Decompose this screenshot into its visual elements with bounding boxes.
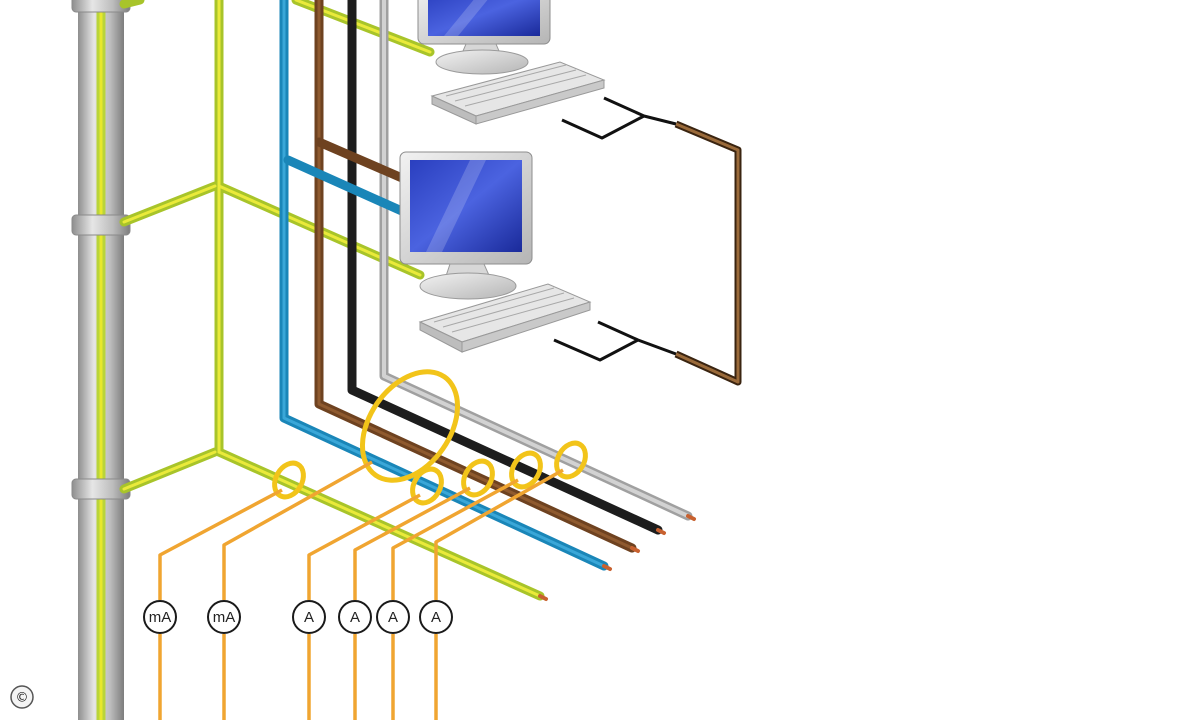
current-clamp xyxy=(554,440,588,480)
meter-label: A xyxy=(431,609,441,626)
meter-circle xyxy=(376,600,410,634)
meter-label: A xyxy=(388,609,398,626)
earth-pipe xyxy=(71,0,131,720)
meter-label: mA xyxy=(149,609,172,626)
keyboard-icon xyxy=(430,61,606,125)
desktop-computer-icon xyxy=(399,151,533,300)
ammeter-icon: A xyxy=(419,600,453,634)
current-clamp xyxy=(272,460,306,500)
keyboard-icon xyxy=(418,283,592,353)
current-clamp xyxy=(509,450,543,490)
computer-1 xyxy=(417,0,606,125)
meters: mA mA A A A A xyxy=(143,600,453,634)
desktop-computer-icon xyxy=(417,0,551,75)
large-current-clamp xyxy=(359,369,461,483)
computer-2 xyxy=(399,151,592,353)
copyright-symbol: © xyxy=(16,691,29,706)
meter-circle xyxy=(338,600,372,634)
meter-circle xyxy=(143,600,177,634)
data-cable xyxy=(553,96,742,386)
supply-conductors xyxy=(279,0,696,601)
meter-label: A xyxy=(350,609,360,626)
current-clamps xyxy=(272,369,588,506)
measuring-leads xyxy=(158,460,564,720)
copyright-badge: © xyxy=(10,685,34,709)
ammeter-icon: A xyxy=(376,600,410,634)
ammeter-icon: A xyxy=(338,600,372,634)
ammeter-icon: A xyxy=(292,600,326,634)
black-conductor xyxy=(347,0,663,535)
meter-circle xyxy=(207,600,241,634)
milliammeter-icon: mA xyxy=(143,600,177,634)
meter-label: mA xyxy=(213,609,236,626)
pipe-clamp xyxy=(71,214,131,236)
milliammeter-icon: mA xyxy=(207,600,241,634)
current-clamp xyxy=(461,458,495,498)
meter-label: A xyxy=(304,609,314,626)
meter-circle xyxy=(292,600,326,634)
current-clamp xyxy=(410,466,444,506)
meter-circle xyxy=(419,600,453,634)
